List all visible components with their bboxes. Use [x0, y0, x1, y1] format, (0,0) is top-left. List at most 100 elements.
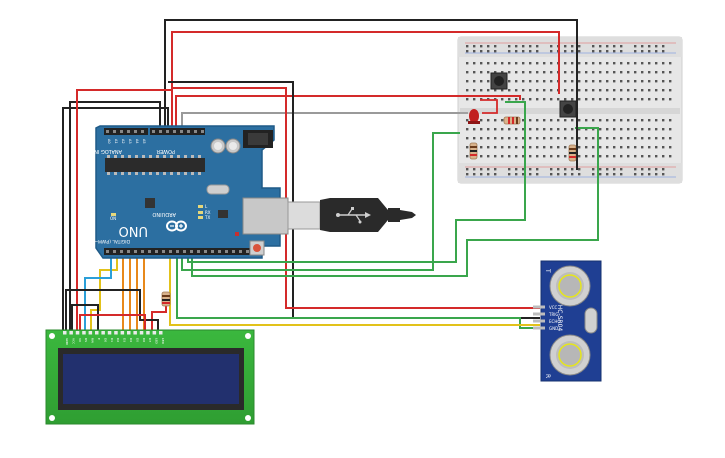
resistor-vertical-right	[568, 144, 577, 162]
breadboard-hole	[585, 119, 588, 122]
breadboard-hole	[466, 62, 469, 65]
breadboard-hole	[641, 71, 644, 74]
sensor-pin-label: GND	[549, 326, 558, 331]
breadboard-hole	[599, 50, 602, 53]
sensor-model-label: HC-SR04	[556, 305, 563, 332]
breadboard-hole	[564, 146, 567, 149]
breadboard-hole	[592, 173, 595, 176]
breadboard-hole	[613, 89, 616, 92]
breadboard-hole	[571, 71, 574, 74]
tx-led	[198, 211, 203, 214]
breadboard-hole	[571, 98, 574, 101]
header-pin	[106, 130, 109, 133]
breadboard-hole	[613, 71, 616, 74]
analog-pin-label: A0	[107, 139, 111, 144]
sensor-mark-top: T	[544, 268, 551, 273]
chip-pin	[114, 172, 117, 175]
reset-button-cap[interactable]	[253, 244, 261, 252]
breadboard-hole	[613, 50, 616, 53]
breadboard-hole	[662, 45, 665, 48]
breadboard-hole	[529, 89, 532, 92]
breadboard-hole	[564, 128, 567, 131]
breadboard-hole	[480, 50, 483, 53]
breadboard-hole	[669, 89, 672, 92]
breadboard-hole	[515, 146, 518, 149]
breadboard-hole	[466, 50, 469, 53]
breadboard-hole	[480, 119, 483, 122]
header-pin	[218, 250, 221, 253]
on-label: ON	[110, 216, 116, 221]
breadboard-hole	[515, 155, 518, 158]
breadboard-hole	[536, 137, 539, 140]
analog-header	[104, 128, 148, 135]
breadboard-hole	[522, 119, 525, 122]
tx-label: TX	[204, 215, 210, 220]
header-pin	[194, 130, 197, 133]
breadboard-hole	[648, 71, 651, 74]
breadboard-hole	[550, 50, 553, 53]
breadboard-hole	[550, 168, 553, 171]
breadboard-hole	[550, 128, 553, 131]
breadboard-hole	[578, 50, 581, 53]
breadboard-hole	[536, 155, 539, 158]
analog-in-label: ANALOG IN	[94, 148, 122, 154]
breadboard-hole	[543, 155, 546, 158]
breadboard-hole	[466, 80, 469, 83]
pushbutton-2[interactable]	[559, 100, 577, 118]
breadboard-hole	[578, 119, 581, 122]
breadboard-hole	[620, 128, 623, 131]
breadboard-hole	[599, 98, 602, 101]
breadboard-hole	[508, 137, 511, 140]
breadboard-hole	[557, 98, 560, 101]
wire-green-2	[187, 101, 526, 263]
breadboard-hole	[522, 137, 525, 140]
sensor-pin-label: TRIG	[548, 312, 559, 317]
analog-pin-label: A1	[114, 139, 118, 144]
pushbutton-1[interactable]	[490, 72, 508, 90]
breadboard-hole	[662, 137, 665, 140]
breadboard-hole	[515, 89, 518, 92]
breadboard-hole	[655, 45, 658, 48]
breadboard-hole	[543, 98, 546, 101]
usb-port	[242, 197, 289, 235]
breadboard-hole	[494, 146, 497, 149]
breadboard-hole	[494, 173, 497, 176]
chip-pin	[177, 172, 180, 175]
breadboard-hole	[480, 155, 483, 158]
breadboard-hole	[536, 45, 539, 48]
breadboard-hole	[480, 128, 483, 131]
breadboard-hole	[620, 168, 623, 171]
header-pin	[148, 250, 151, 253]
breadboard-hole	[641, 146, 644, 149]
uno-model-label: UNO	[119, 223, 148, 238]
breadboard-hole	[613, 62, 616, 65]
breadboard-hole	[641, 80, 644, 83]
breadboard-hole	[466, 45, 469, 48]
breadboard-hole	[599, 155, 602, 158]
breadboard-hole	[592, 50, 595, 53]
breadboard-hole	[487, 155, 490, 158]
breadboard-hole	[606, 45, 609, 48]
breadboard-hole	[648, 62, 651, 65]
lcd-pin-label: D0	[103, 338, 107, 342]
breadboard-hole	[543, 71, 546, 74]
header-pin	[239, 250, 242, 253]
breadboard-hole	[606, 71, 609, 74]
breadboard-hole	[592, 119, 595, 122]
breadboard-hole	[627, 80, 630, 83]
breadboard-hole	[641, 98, 644, 101]
breadboard-hole	[634, 89, 637, 92]
breadboard-hole	[599, 128, 602, 131]
capacitor-top	[229, 142, 237, 150]
chip-pin	[142, 155, 145, 158]
breadboard-hole	[655, 168, 658, 171]
breadboard-hole	[669, 80, 672, 83]
breadboard-hole	[606, 146, 609, 149]
lcd-pin-label: E	[97, 338, 101, 340]
breadboard-hole	[550, 155, 553, 158]
breadboard-hole	[662, 146, 665, 149]
usb-cable-end	[400, 210, 416, 220]
breadboard-hole	[473, 128, 476, 131]
breadboard-hole	[536, 128, 539, 131]
analog-pin-label: A3	[128, 139, 132, 144]
